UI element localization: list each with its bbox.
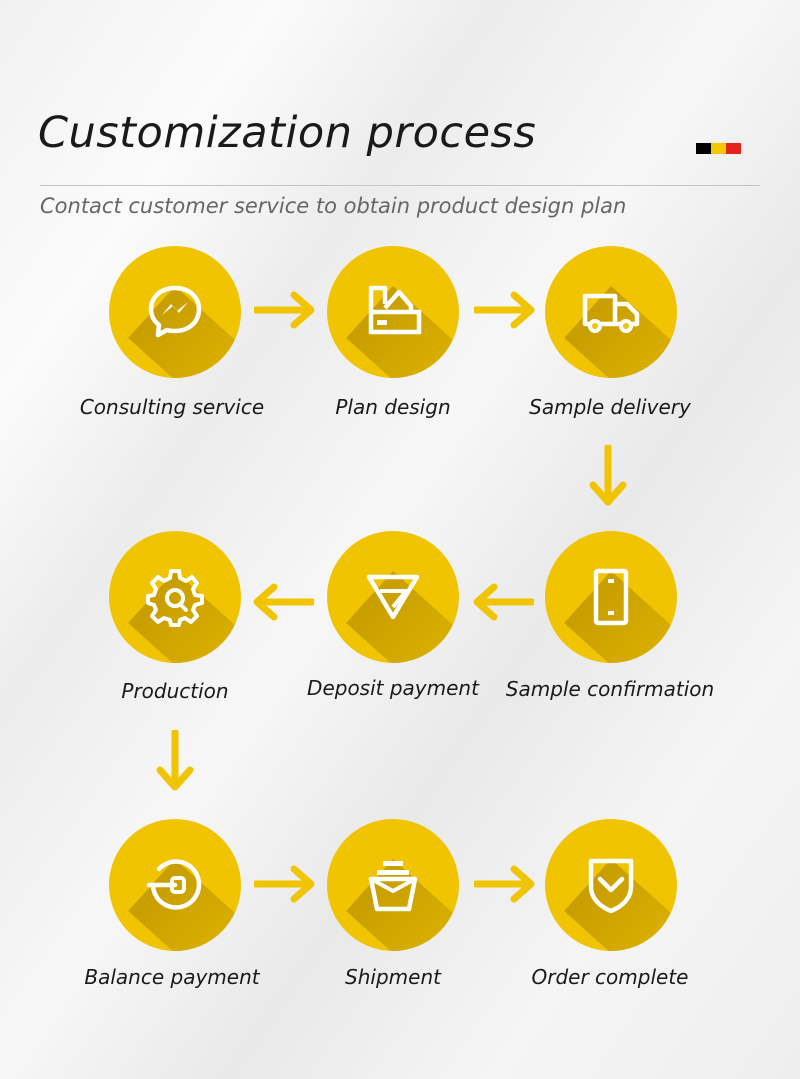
arrow-right-icon [474,865,535,903]
step-production[interactable] [109,531,241,663]
step-label: Plan design [335,395,451,419]
delivery-truck-icon [582,293,640,333]
step-plan-design[interactable] [327,246,459,378]
arrow-down-icon [156,730,194,791]
stacked-package-icon [368,861,418,912]
coin-payment-icon [146,859,202,910]
step-label: Sample delivery [529,395,691,419]
step-sample-delivery[interactable] [545,246,677,378]
step-label: Production [121,679,229,703]
arrow-left-icon [473,583,534,621]
divider [40,185,760,186]
step-consulting-service[interactable] [109,246,241,378]
step-balance-payment[interactable] [109,819,241,951]
step-shipment[interactable] [327,819,459,951]
page-subtitle: Contact customer service to obtain produ… [40,194,627,218]
shield-check-icon [588,858,634,914]
step-label: Order complete [531,965,689,989]
step-sample-confirmation[interactable] [545,531,677,663]
step-label: Consulting service [79,395,265,419]
step-label: Deposit payment [307,676,479,700]
arrow-right-icon [254,291,315,329]
step-order-complete[interactable] [545,819,677,951]
arrow-right-icon [474,291,535,329]
arrow-right-icon [254,865,315,903]
flag-icon [696,143,741,154]
step-label: Shipment [345,965,441,989]
step-label: Balance payment [84,965,260,989]
design-tools-icon [368,285,422,335]
arrow-left-icon [253,583,314,621]
diamond-icon [366,574,420,620]
messenger-chat-icon [148,285,202,338]
smartphone-icon [593,568,629,626]
step-label: Sample confirmation [505,677,715,701]
gear-icon [146,569,204,627]
step-deposit-payment[interactable] [327,531,459,663]
arrow-down-icon [589,445,627,506]
page-title: Customization process [38,108,537,158]
